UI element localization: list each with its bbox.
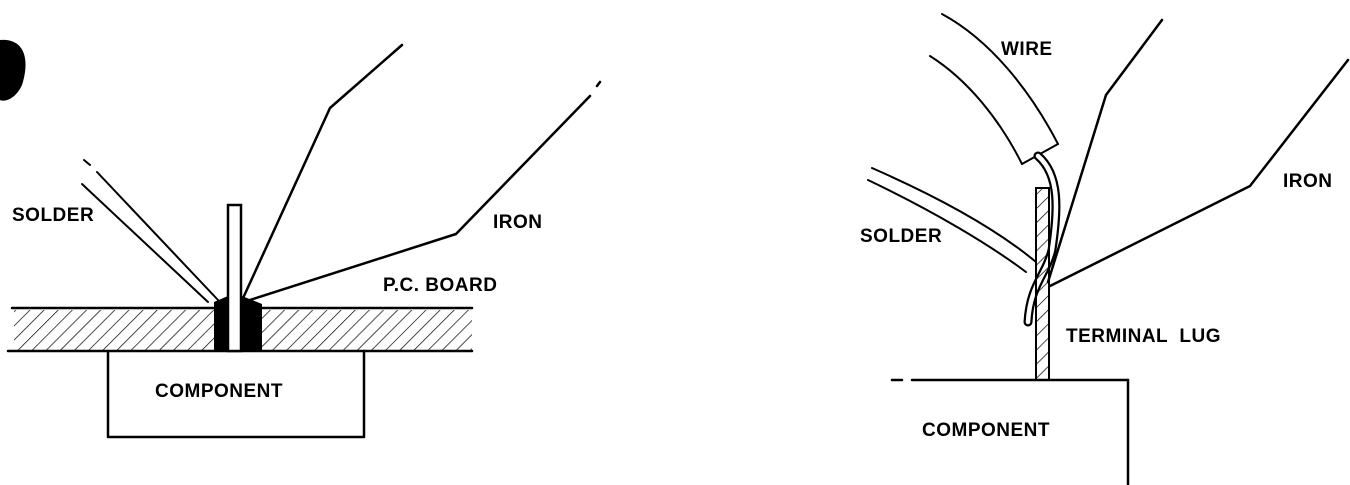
right-component-label: COMPONENT	[922, 420, 1050, 441]
right-iron-lower-edge	[1048, 58, 1350, 288]
iron-lower-edge	[248, 94, 592, 302]
pc-board-hatch-right	[262, 310, 472, 350]
solder-wire-dash	[83, 159, 91, 166]
solder-fillet-right	[242, 296, 262, 351]
right-solder-line-2	[867, 179, 1027, 273]
terminal-lug	[1035, 187, 1050, 381]
wire-conductor-core	[1025, 153, 1059, 325]
component-body-left	[106, 349, 366, 439]
right-iron-upper-edge	[1046, 18, 1164, 284]
solder-wire-line-1	[96, 171, 219, 301]
pc-board-label: P.C. BOARD	[383, 275, 497, 296]
wire-insulation-inner	[929, 55, 1023, 165]
pc-board-hatch-left	[14, 310, 219, 350]
right-iron-label: IRON	[1283, 171, 1333, 192]
terminal-lug-label: TERMINAL LUG	[1066, 326, 1221, 347]
page-mark	[0, 39, 26, 101]
component-lead	[226, 203, 243, 353]
component-label: COMPONENT	[155, 381, 283, 402]
terminal-lug-diagram: WIRE SOLDER IRON TERMINAL LUG COMPONENT	[860, 13, 1350, 485]
iron-edge-dash	[595, 80, 602, 88]
solder-wire-line-2	[81, 183, 209, 303]
wire-label: WIRE	[1001, 39, 1053, 60]
iron-label: IRON	[493, 212, 543, 233]
solder-fillet	[214, 296, 228, 351]
right-solder-line-1	[871, 167, 1037, 263]
pc-board-diagram: SOLDER IRON P.C. BOARD COMPONENT	[0, 39, 602, 439]
solder-label: SOLDER	[12, 205, 94, 226]
right-solder-label: SOLDER	[860, 226, 942, 247]
wire-insulation-outer	[941, 13, 1059, 145]
iron-upper-edge	[242, 43, 404, 298]
